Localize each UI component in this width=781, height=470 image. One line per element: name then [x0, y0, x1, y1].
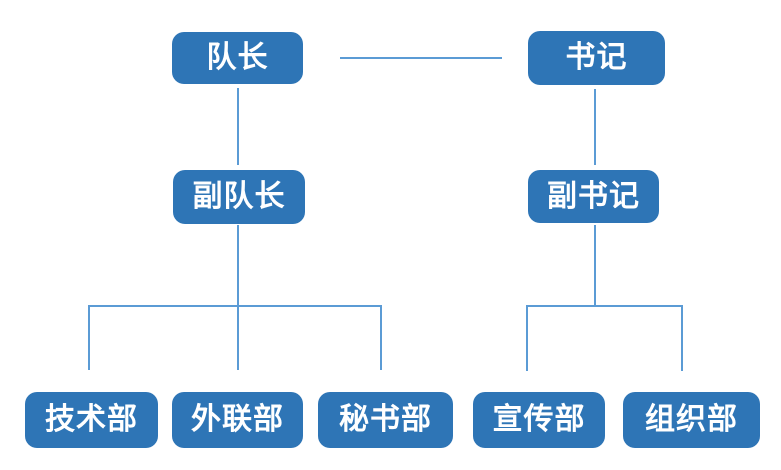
connector-drop-external-relations — [237, 305, 239, 370]
node-organization-department: 组织部 — [623, 392, 760, 448]
connector-secretary-deputy — [594, 89, 596, 165]
connector-deputy-leader-stem — [237, 225, 239, 307]
connector-left-bus — [88, 305, 382, 307]
connector-deputy-secretary-stem — [594, 225, 596, 307]
connector-team-leader-secretary — [340, 57, 502, 59]
connector-drop-secretariat — [380, 305, 382, 370]
node-team-leader: 队长 — [172, 32, 303, 84]
node-publicity-department: 宣传部 — [473, 392, 605, 448]
node-technology-department: 技术部 — [25, 392, 158, 448]
connector-drop-technology — [88, 305, 90, 370]
node-deputy-secretary: 副书记 — [528, 170, 659, 223]
node-external-relations-department: 外联部 — [172, 392, 303, 448]
node-deputy-team-leader: 副队长 — [173, 170, 305, 224]
connector-team-leader-deputy — [237, 88, 239, 165]
connector-drop-organization — [681, 305, 683, 371]
node-secretary: 书记 — [528, 31, 665, 85]
connector-right-bus — [526, 305, 683, 307]
connector-drop-publicity — [526, 305, 528, 371]
node-secretariat-department: 秘书部 — [318, 392, 453, 448]
